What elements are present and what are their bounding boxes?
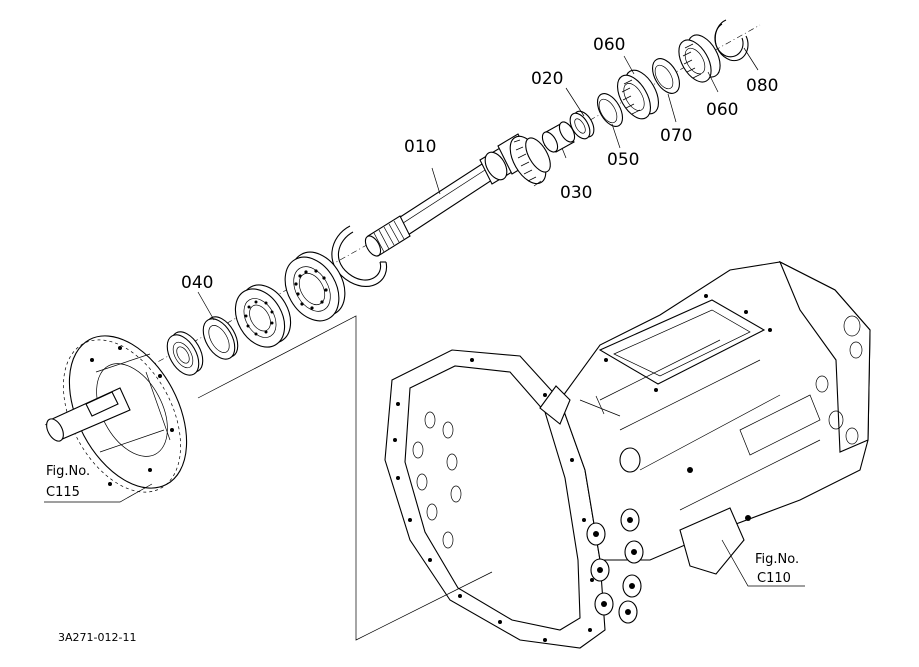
collar-020 (569, 110, 595, 140)
fig-ref-left-prefix: Fig.No. (46, 464, 90, 479)
ring-040 (202, 316, 239, 360)
needle-bearing-060-inner (616, 69, 660, 120)
fig-ref-right-prefix: Fig.No. (755, 552, 799, 567)
fig-ref-right-number: C110 (757, 571, 791, 586)
part-label-010: 010 (404, 137, 436, 157)
ring-050 (596, 93, 624, 127)
snap-ring-large (331, 225, 388, 287)
part-label-050: 050 (607, 150, 639, 170)
ring-070 (651, 58, 681, 94)
part-label-060-top: 060 (593, 35, 625, 55)
part-label-020: 020 (531, 69, 563, 89)
transmission-case-c110 (384, 260, 871, 649)
ball-bearing-large (284, 251, 346, 322)
seal-ring-small (166, 331, 204, 376)
clutch-housing-c115 (46, 335, 188, 493)
bushing-030 (541, 121, 576, 153)
part-label-030: 030 (560, 183, 592, 203)
fig-ref-left-number: C115 (46, 485, 80, 500)
leader-lines (44, 47, 805, 641)
part-label-070: 070 (660, 126, 692, 146)
part-label-060-right: 060 (706, 100, 738, 120)
part-label-080: 080 (746, 76, 778, 96)
ball-bearing-medium (234, 284, 292, 348)
snap-ring-080 (714, 19, 749, 62)
drawing-code: 3A271-012-11 (58, 631, 136, 644)
needle-bearing-060-outer (678, 34, 721, 83)
input-shaft-010 (364, 133, 551, 257)
part-label-040: 040 (181, 273, 213, 293)
